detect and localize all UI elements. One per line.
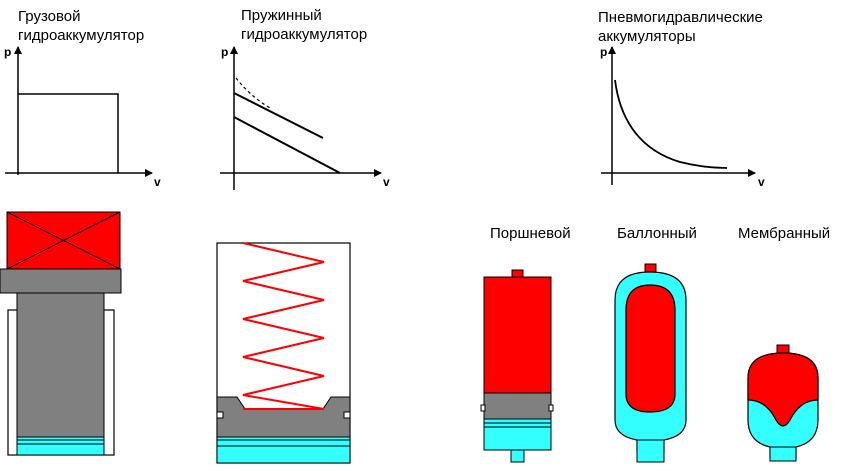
spring-upper-line [233, 92, 324, 139]
spring-p-label: p [221, 45, 229, 59]
weight-graph [5, 46, 153, 177]
weight-plate [0, 268, 122, 294]
spring-seal-left [216, 411, 224, 419]
membrane-accumulator [747, 344, 819, 462]
membrane-top-port [776, 344, 790, 354]
weight-accumulator [0, 211, 122, 456]
weight-title-line2: гидроаккумулятор [18, 27, 145, 44]
piston-label: Поршневой [490, 225, 571, 242]
spring-title-line1: Пружинный [241, 7, 322, 24]
pneumo-title-line2: аккумуляторы [598, 28, 696, 45]
pneumo-title-line1: Пневмогидравлические [598, 9, 763, 26]
spring-piston [216, 396, 351, 438]
bladder-label: Баллонный [617, 225, 697, 242]
piston-seal-left [480, 404, 486, 412]
spring-title: Пружинный гидроаккумулятор [241, 6, 367, 44]
weight-load-cross-2 [6, 211, 121, 270]
spring-graph [220, 46, 382, 190]
pneumo-v-label: v [758, 175, 765, 189]
weight-p-label: p [4, 45, 12, 59]
spring-fluid [216, 436, 351, 464]
membrane-bottom-port [769, 446, 797, 462]
spring-accumulator [216, 242, 351, 464]
piston-bottom-port [510, 449, 525, 463]
piston-accumulator [480, 269, 554, 463]
spring-v-label: v [383, 175, 390, 189]
spring-lower-line [233, 116, 341, 174]
bladder-bottom-port [636, 439, 665, 463]
piston-fluid [483, 418, 552, 451]
piston-seal-right [548, 404, 554, 412]
bladder-accumulator [614, 263, 687, 463]
spring-coil [242, 242, 325, 410]
weight-title: Грузовой гидроаккумулятор [18, 7, 144, 45]
spring-seal-right [343, 411, 351, 419]
piston-gas-chamber [483, 276, 552, 394]
membrane-label: Мембранный [738, 225, 831, 242]
weight-plunger [16, 291, 105, 438]
weight-title-line1: Грузовой [18, 8, 81, 25]
piston-top-port [511, 269, 524, 278]
piston-element [483, 392, 552, 420]
weight-curve [18, 93, 119, 173]
membrane-gas [747, 352, 819, 427]
pneumo-p-label: p [600, 45, 608, 59]
pneumo-title: Пневмогидравлические аккумуляторы [598, 8, 763, 46]
weight-v-label: v [154, 175, 161, 189]
bladder-bag [625, 284, 676, 413]
spring-title-line2: гидроаккумулятор [241, 26, 368, 43]
pneumo-curve [614, 79, 728, 169]
pneumo-graph [601, 46, 756, 185]
